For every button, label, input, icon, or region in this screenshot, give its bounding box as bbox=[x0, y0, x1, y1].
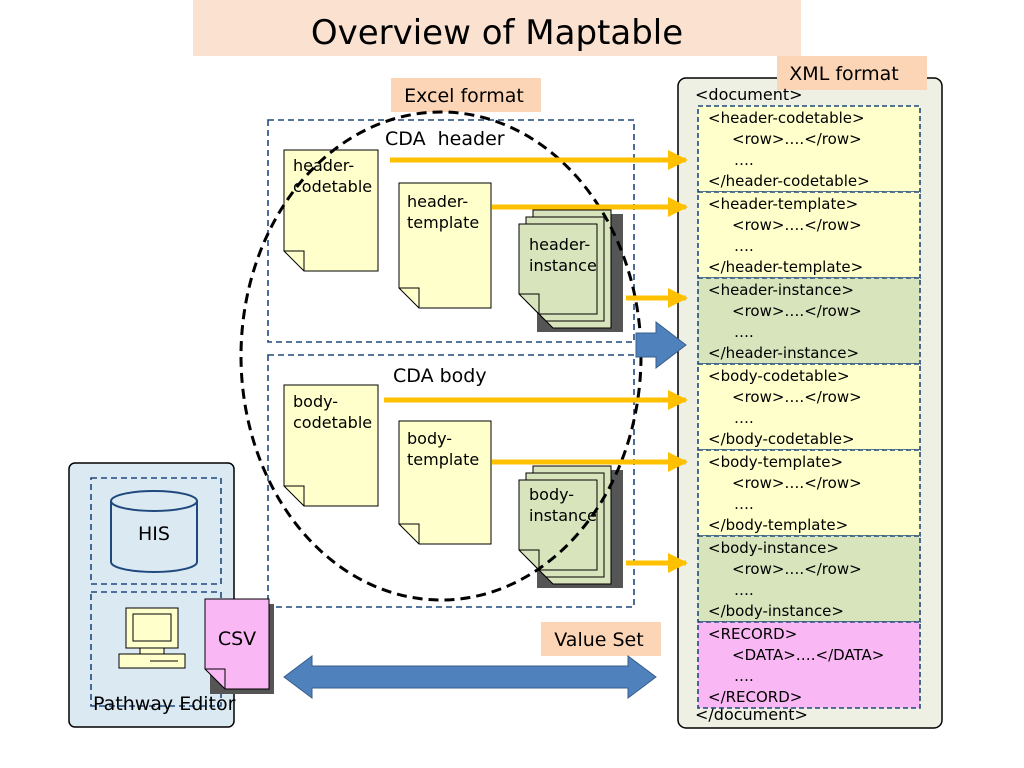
xml-line: <row>….</row> bbox=[732, 474, 862, 492]
header-template-document[interactable]: header- template bbox=[398, 182, 492, 309]
xml-line: <row>….</row> bbox=[732, 388, 862, 406]
header-template-label-1: header- bbox=[407, 192, 468, 211]
xml-line: <row>….</row> bbox=[732, 302, 862, 320]
body-codetable-document[interactable]: body- codetable bbox=[283, 384, 379, 507]
pathway-editor-group bbox=[90, 591, 222, 707]
cda-header-group bbox=[267, 119, 635, 343]
value-set-label-box bbox=[541, 622, 661, 656]
xml-blocks: <header-codetable> <row>….</row> …. </heade… bbox=[697, 105, 921, 709]
xml-line: …. bbox=[734, 323, 754, 341]
excel-format-label: Excel format bbox=[404, 85, 524, 107]
xml-line: <DATA>….</DATA> bbox=[732, 646, 884, 664]
xml-line: <row>….</row> bbox=[732, 560, 862, 578]
xml-format-label: XML format bbox=[789, 63, 898, 85]
his-group bbox=[90, 477, 222, 585]
xml-format-label-box bbox=[777, 56, 927, 90]
csv-document[interactable]: CSV bbox=[204, 598, 274, 694]
xml-line: …. bbox=[734, 237, 754, 255]
xml-line: </header-instance> bbox=[708, 344, 859, 362]
xml-line: <header-codetable> bbox=[708, 109, 865, 127]
body-codetable-label-1: body- bbox=[293, 392, 338, 411]
page-title: Overview of Maptable bbox=[311, 13, 683, 53]
body-template-label-2: template bbox=[407, 450, 479, 469]
xml-line: </header-codetable> bbox=[708, 172, 870, 190]
xml-line: <row>….</row> bbox=[732, 216, 862, 234]
xml-block-record[interactable]: <RECORD> <DATA>….</DATA> …. </RECORD> bbox=[697, 621, 921, 709]
xml-block-body-instance[interactable]: <body-instance> <row>….</row> …. </body-ins… bbox=[697, 535, 921, 623]
body-template-document[interactable]: body- template bbox=[398, 420, 492, 545]
cda-body-group bbox=[267, 354, 635, 608]
body-template-label-1: body- bbox=[407, 429, 452, 448]
xml-line: </body-codetable> bbox=[708, 430, 855, 448]
xml-line: <header-instance> bbox=[708, 281, 854, 299]
xml-block-header-codetable[interactable]: <header-codetable> <row>….</row> …. </heade… bbox=[697, 105, 921, 193]
csv-label: CSV bbox=[218, 628, 256, 650]
header-codetable-document[interactable]: header- codetable bbox=[283, 149, 379, 272]
computer-icon bbox=[118, 607, 186, 669]
xml-line: …. bbox=[734, 409, 754, 427]
xml-document-open: <document> bbox=[695, 85, 803, 104]
xml-line: </body-instance> bbox=[708, 602, 844, 620]
cda-body-label: CDA body bbox=[393, 365, 487, 387]
title-box bbox=[193, 0, 801, 56]
xml-line: <header-template> bbox=[708, 195, 858, 213]
blue-arrow-to-xml bbox=[635, 320, 687, 370]
header-instance-document[interactable]: header- instance bbox=[518, 209, 623, 332]
xml-line: <body-template> bbox=[708, 453, 843, 471]
xml-line: <body-instance> bbox=[708, 539, 839, 557]
xml-line: …. bbox=[734, 495, 754, 513]
his-database-icon bbox=[110, 490, 198, 573]
xml-block-header-instance[interactable]: <header-instance> <row>….</row> …. </header… bbox=[697, 277, 921, 365]
his-label: HIS bbox=[138, 523, 170, 545]
body-codetable-label-2: codetable bbox=[293, 413, 372, 432]
header-instance-label-1: header- bbox=[529, 235, 590, 254]
body-instance-label-1: body- bbox=[529, 485, 574, 504]
xml-line: …. bbox=[734, 151, 754, 169]
xml-line: <RECORD> bbox=[708, 625, 797, 643]
header-template-label-2: template bbox=[407, 213, 479, 232]
xml-document-close: </document> bbox=[695, 705, 808, 724]
header-codetable-label-2: codetable bbox=[293, 177, 372, 196]
header-instance-label-2: instance bbox=[529, 256, 597, 275]
body-instance-document[interactable]: body- instance bbox=[518, 465, 623, 588]
header-codetable-label-1: header- bbox=[293, 156, 354, 175]
xml-block-header-template[interactable]: <header-template> <row>….</row> …. </header… bbox=[697, 191, 921, 279]
xml-line: </header-template> bbox=[708, 258, 863, 276]
xml-line: …. bbox=[734, 667, 754, 685]
xml-line: …. bbox=[734, 581, 754, 599]
cda-header-label: CDA header bbox=[385, 128, 505, 150]
xml-line: </RECORD> bbox=[708, 688, 802, 706]
value-set-double-arrow bbox=[283, 655, 657, 699]
value-set-label: Value Set bbox=[554, 629, 643, 651]
xml-line: <row>….</row> bbox=[732, 130, 862, 148]
excel-format-label-box bbox=[391, 78, 541, 112]
xml-block-body-codetable[interactable]: <body-codetable> <row>….</row> …. </body-co… bbox=[697, 363, 921, 451]
xml-line: </body-template> bbox=[708, 516, 848, 534]
pathway-editor-label: Pathway Editor bbox=[93, 693, 236, 715]
xml-line: <body-codetable> bbox=[708, 367, 850, 385]
body-instance-label-2: instance bbox=[529, 506, 597, 525]
xml-block-body-template[interactable]: <body-template> <row>….</row> …. </body-tem… bbox=[697, 449, 921, 537]
